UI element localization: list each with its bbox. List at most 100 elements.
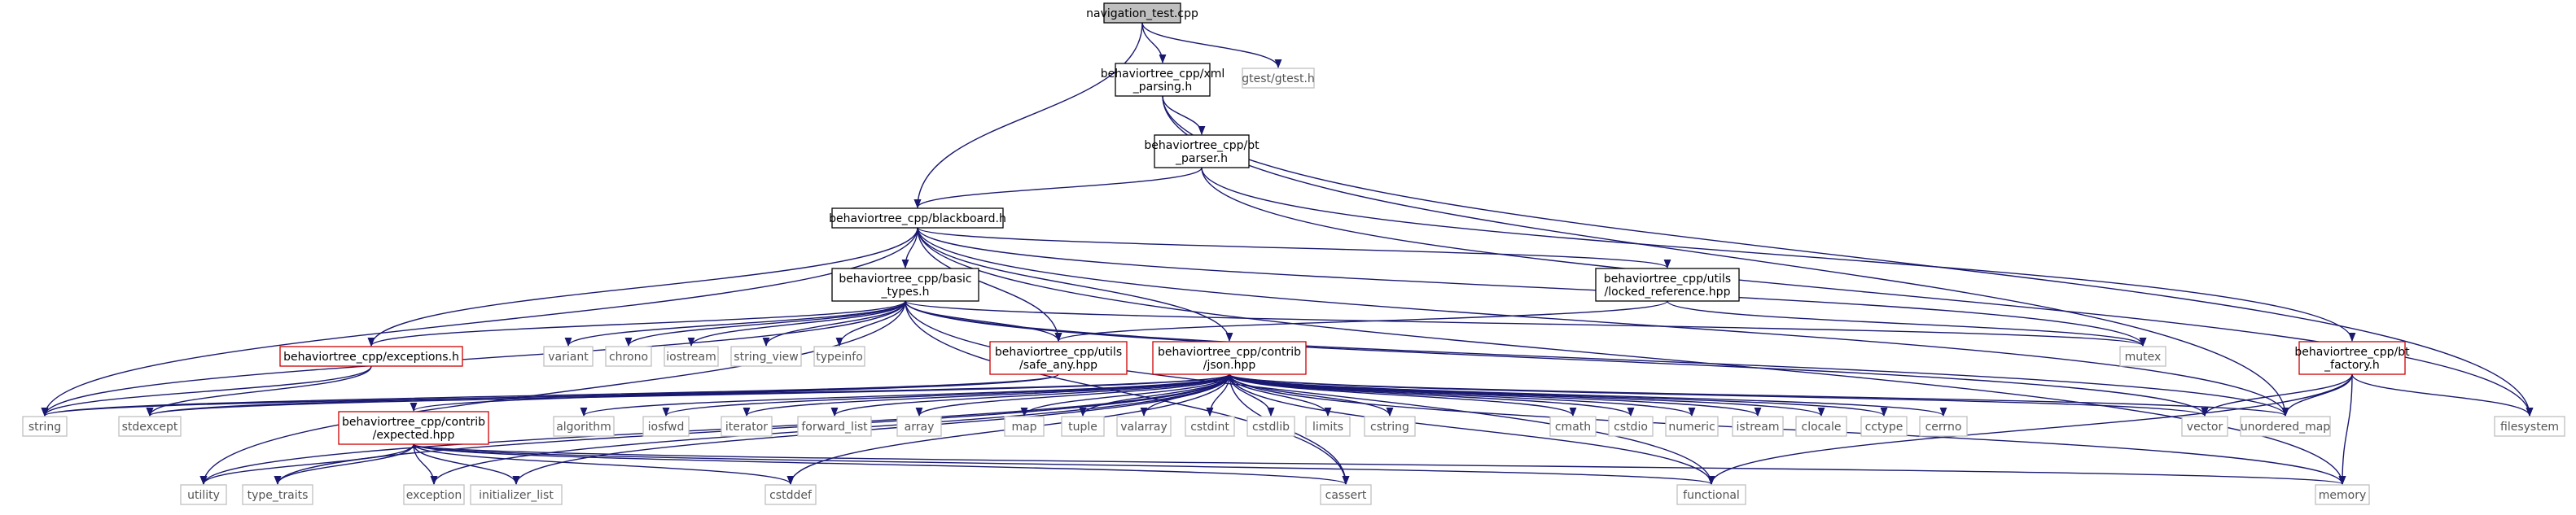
node-blackboard[interactable]: behaviortree_cpp/blackboard.h xyxy=(829,207,1006,229)
node-bt-factory[interactable]: behaviortree_cpp/bt_factory.h xyxy=(2294,341,2410,375)
node-cmath: cmath xyxy=(1549,416,1597,437)
node-label: cmath xyxy=(1555,421,1591,434)
node-label: cassert xyxy=(1325,489,1367,502)
node-box xyxy=(831,207,1004,229)
node-label: numeric xyxy=(1668,421,1715,434)
node-label: iosfwd xyxy=(648,421,685,434)
node-numeric: numeric xyxy=(1665,416,1719,437)
edge-basic_types-to-mutex xyxy=(905,300,2146,347)
edge-blackboard-to-locked_ref xyxy=(917,227,1671,269)
node-box xyxy=(1732,416,1784,437)
node-typeinfo: typeinfo xyxy=(813,346,865,367)
node-basic-types[interactable]: behaviortree_cpp/basic_types.h xyxy=(831,268,979,302)
node-box xyxy=(118,416,182,437)
edge-basic_types-to-utility xyxy=(199,300,906,486)
node-functional: functional xyxy=(1676,484,1746,505)
node-box xyxy=(1152,341,1307,375)
node-box xyxy=(1246,416,1295,437)
node-chrono: chrono xyxy=(605,346,652,367)
node-array: array xyxy=(896,416,942,437)
node-label: behaviortree_cpp/basic xyxy=(839,273,971,286)
edge-basic_types-to-chrono xyxy=(624,300,906,347)
node-string: string xyxy=(22,416,68,437)
edge-bt_factory-to-memory xyxy=(2338,373,2353,486)
node-label: typeinfo xyxy=(816,351,863,364)
node-label: tuple xyxy=(1068,421,1097,434)
node-label: unordered_map xyxy=(2241,421,2330,434)
edge-bt_parser-to-bt_factory xyxy=(1201,167,2356,343)
node-json[interactable]: behaviortree_cpp/contrib/json.hpp xyxy=(1152,341,1307,375)
edge-bt_factory-to-functional xyxy=(1707,373,2353,486)
node-cstdlib: cstdlib xyxy=(1246,416,1295,437)
node-box xyxy=(1004,416,1045,437)
edge-exceptions-to-stdexcept xyxy=(146,365,372,417)
node-gtest: gtest/gtest.h xyxy=(1242,68,1315,89)
edge-expected-to-initializer_list xyxy=(413,443,520,486)
node-box xyxy=(721,416,773,437)
node-box xyxy=(831,268,979,302)
node-box xyxy=(1665,416,1719,437)
node-box xyxy=(1860,416,1908,437)
node-vector: vector xyxy=(2181,416,2228,437)
edge-expected-to-exception xyxy=(413,443,438,486)
node-type-traits: type_traits xyxy=(242,484,313,505)
node-stdexcept: stdexcept xyxy=(118,416,182,437)
node-box xyxy=(2119,346,2166,367)
node-clocale: clocale xyxy=(1795,416,1847,437)
node-box xyxy=(1320,484,1372,505)
edge-blackboard-to-string xyxy=(41,227,918,417)
node-label: _factory.h xyxy=(2324,359,2380,372)
edge-bt_factory-to-vector xyxy=(2201,373,2353,417)
node-label: /json.hpp xyxy=(1203,359,1256,372)
node-label: /locked_reference.hpp xyxy=(1605,286,1731,299)
edge-bt_parser-to-blackboard xyxy=(913,167,1203,209)
node-safe-any[interactable]: behaviortree_cpp/utils/safe_any.hpp xyxy=(989,341,1128,375)
node-box xyxy=(2298,341,2406,375)
node-cctype: cctype xyxy=(1860,416,1908,437)
edge-expected-to-cassert xyxy=(413,443,1349,486)
node-xml-parsing[interactable]: behaviortree_cpp/xml_parsing.h xyxy=(1101,63,1225,97)
edge-blackboard-to-exceptions xyxy=(367,227,918,347)
node-utility: utility xyxy=(180,484,227,505)
node-expected[interactable]: behaviortree_cpp/contrib/expected.hpp xyxy=(338,411,489,445)
node-label: behaviortree_cpp/bt xyxy=(1144,139,1260,152)
node-root[interactable]: navigation_test.cpp xyxy=(1086,2,1198,24)
node-cstdio: cstdio xyxy=(1608,416,1654,437)
node-label: vector xyxy=(2187,421,2223,434)
edge-blackboard-to-unordered_map xyxy=(917,227,2289,417)
node-label: filesystem xyxy=(2500,421,2559,434)
node-label: behaviortree_cpp/exceptions.h xyxy=(283,351,459,364)
node-iostream: iostream xyxy=(664,346,719,367)
node-exceptions[interactable]: behaviortree_cpp/exceptions.h xyxy=(279,346,463,367)
node-box xyxy=(470,484,563,505)
node-label: functional xyxy=(1683,489,1740,502)
edge-expected-to-type_traits xyxy=(274,443,414,486)
edge-bt_factory-to-unordered_map xyxy=(2281,373,2353,417)
edge-locked_ref-to-mutex xyxy=(1667,300,2147,347)
node-box xyxy=(605,346,652,367)
node-bt-parser[interactable]: behaviortree_cpp/bt_parser.h xyxy=(1144,134,1260,168)
node-box xyxy=(813,346,865,367)
edge-json-to-tuple xyxy=(1079,373,1230,417)
node-box xyxy=(403,484,465,505)
node-box xyxy=(1305,416,1351,437)
node-filesystem: filesystem xyxy=(2494,416,2565,437)
edge-json-to-cmath xyxy=(1229,373,1577,417)
node-box xyxy=(2315,484,2370,505)
node-locked-ref[interactable]: behaviortree_cpp/utils/locked_reference.… xyxy=(1595,268,1740,302)
node-mutex: mutex xyxy=(2119,346,2166,367)
edge-xml_parsing-to-bt_parser xyxy=(1162,95,1206,136)
edge-json-to-stdexcept xyxy=(147,373,1230,417)
node-box xyxy=(1676,484,1746,505)
node-cstddef: cstddef xyxy=(764,484,817,505)
node-box xyxy=(180,484,227,505)
node-label: /expected.hpp xyxy=(373,429,455,442)
node-label: type_traits xyxy=(248,489,309,502)
edge-json-to-numeric xyxy=(1229,373,1696,417)
node-box xyxy=(1595,268,1740,302)
node-box xyxy=(764,484,817,505)
node-box xyxy=(1364,416,1416,437)
edge-xml_parsing-to-unordered_map xyxy=(1162,95,2289,417)
node-valarray: valarray xyxy=(1116,416,1172,437)
